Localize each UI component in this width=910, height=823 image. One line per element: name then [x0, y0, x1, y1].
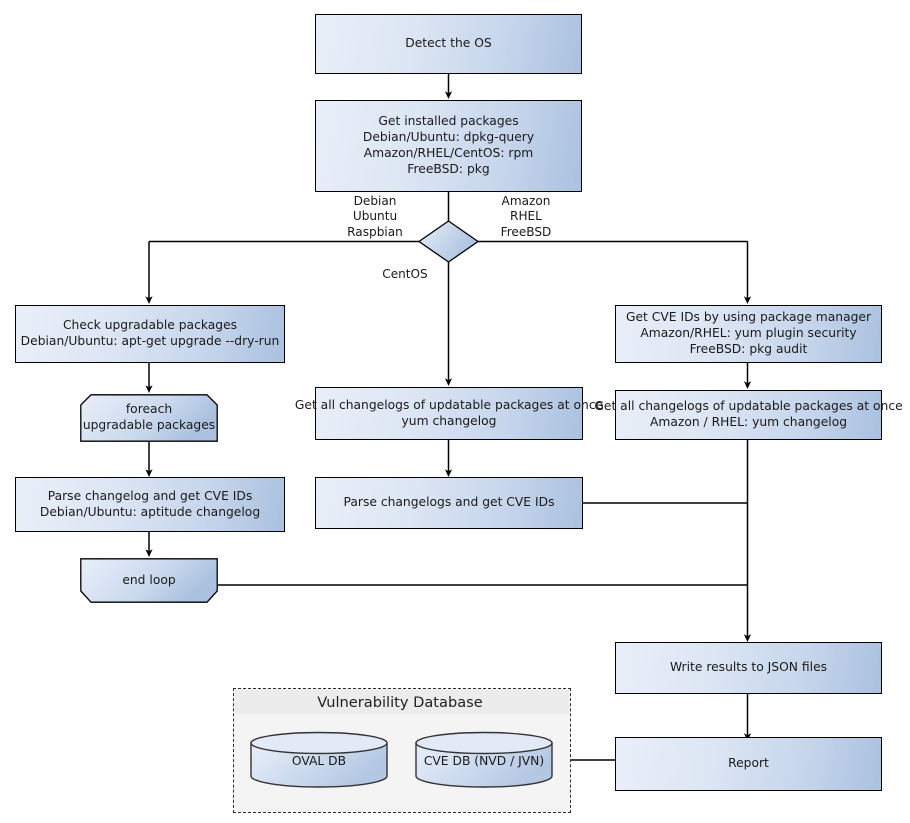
- edge-label-debian: Debian Ubuntu Raspbian: [347, 194, 403, 239]
- node-detect-os[interactable]: Detect the OS: [315, 14, 582, 74]
- node-write-results[interactable]: Write results to JSON files: [615, 642, 882, 694]
- db-oval-label: OVAL DB: [291, 754, 347, 768]
- group-vulnerability-database-title: Vulnerability Database: [317, 694, 483, 711]
- foreach-shape: [80, 394, 218, 442]
- node-detect-os-label: Detect the OS: [405, 36, 492, 50]
- cylinder-body: [250, 742, 388, 788]
- node-check-upgradable-packages[interactable]: Check upgradable packages Debian/Ubuntu:…: [15, 305, 285, 363]
- node-parse-changelogs-center-label: Parse changelogs and get CVE IDs: [343, 495, 555, 509]
- line-3: FreeBSD: pkg: [407, 161, 490, 176]
- line-0: Get installed packages: [378, 114, 519, 129]
- node-get-cve-ids-right[interactable]: Get CVE IDs by using package manager Ama…: [615, 305, 882, 363]
- node-report-label: Report: [728, 756, 769, 770]
- node-end-loop-label: end loop: [122, 572, 176, 587]
- node-get-changelogs-right[interactable]: Get all changelogs of updatable packages…: [594, 390, 903, 440]
- db-oval[interactable]: OVAL DB: [250, 731, 388, 788]
- line-0: Get CVE IDs by using package manager: [625, 310, 872, 325]
- edge-label-amazon: Amazon RHEL FreeBSD: [500, 194, 552, 239]
- cylinder-top: [415, 731, 553, 755]
- node-foreach-upgradable-packages[interactable]: foreach upgradable packages: [80, 394, 218, 442]
- db-cve-label: CVE DB (NVD / JVN): [423, 754, 545, 768]
- line-1: Amazon/RHEL: yum plugin security: [640, 326, 857, 340]
- line-1: yum changelog: [401, 413, 497, 428]
- line-2: Amazon/RHEL/CentOS: rpm: [363, 146, 534, 160]
- os-decision-diamond: [417, 220, 480, 263]
- line-1: Amazon / RHEL: yum changelog: [649, 415, 848, 429]
- line-0: Get all changelogs of updatable packages…: [594, 399, 903, 414]
- db-cve[interactable]: CVE DB (NVD / JVN): [415, 731, 553, 788]
- line-0: Parse changelog and get CVE IDs: [47, 488, 253, 503]
- line-0: Get all changelogs of updatable packages…: [294, 397, 604, 412]
- cylinder-top: [250, 731, 388, 755]
- end-loop-shape: [80, 558, 218, 603]
- line-1: upgradable packages: [82, 418, 216, 432]
- line-0: foreach: [125, 402, 173, 417]
- node-report[interactable]: Report: [615, 737, 882, 791]
- line-0: Check upgradable packages: [62, 318, 238, 333]
- line-1: Debian/Ubuntu: dpkg-query: [362, 130, 535, 145]
- group-vulnerability-database-header: [235, 690, 569, 714]
- node-end-loop[interactable]: end loop: [80, 558, 218, 603]
- line-1: Debian/Ubuntu: aptitude changelog: [39, 504, 261, 519]
- cylinder-body: [415, 742, 553, 788]
- edge-label-centos: CentOS: [382, 267, 428, 281]
- line-1: Debian/Ubuntu: apt-get upgrade --dry-run: [20, 334, 280, 348]
- node-write-results-label: Write results to JSON files: [669, 660, 828, 674]
- node-get-changelogs-center[interactable]: Get all changelogs of updatable packages…: [295, 387, 603, 440]
- node-get-installed-packages[interactable]: Get installed packages Debian/Ubuntu: dp…: [315, 100, 582, 192]
- node-parse-changelogs-center[interactable]: Parse changelogs and get CVE IDs: [315, 477, 583, 529]
- node-parse-changelog-left[interactable]: Parse changelog and get CVE IDs Debian/U…: [15, 477, 285, 532]
- line-2: FreeBSD: pkg audit: [689, 341, 808, 356]
